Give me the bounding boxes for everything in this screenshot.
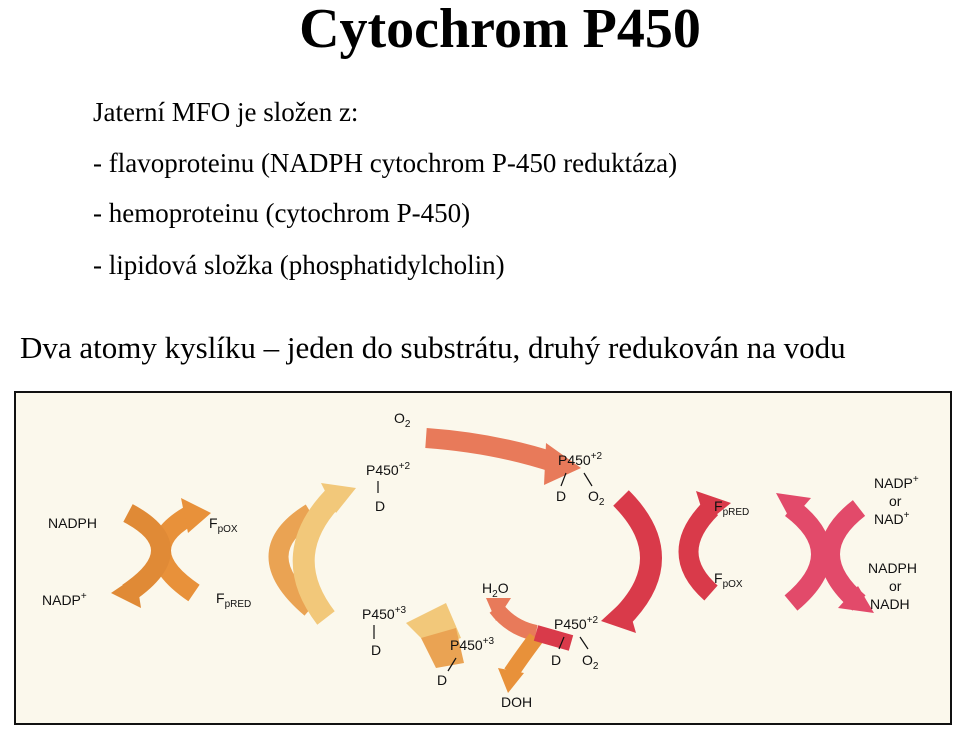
- label-doh: DOH: [501, 694, 532, 710]
- label-or-2: or: [889, 578, 902, 594]
- label-nadph: NADPH: [48, 515, 97, 531]
- arrowhead-red-1: [601, 598, 636, 633]
- arrowhead-o2: [544, 443, 581, 485]
- page-title: Cytochrom P450: [299, 0, 701, 60]
- arrow-orange-2: [122, 504, 171, 602]
- label-p450-3: P450+3: [362, 605, 407, 622]
- arrowhead-pink-2: [838, 586, 874, 613]
- label-fpred-right: FpRED: [714, 498, 749, 518]
- label-p450-5: P450+2: [554, 615, 599, 632]
- label-d-3: D: [371, 642, 381, 658]
- bond-line: [558, 636, 565, 650]
- arrowhead-doh: [498, 668, 524, 693]
- bond-line: [560, 472, 567, 487]
- bond-line: [583, 472, 593, 487]
- arrowhead-orange-2: [111, 576, 141, 608]
- label-p450-1: P450+2: [366, 461, 411, 478]
- label-nadp: NADP+: [42, 591, 87, 608]
- label-d-4: D: [437, 672, 447, 688]
- label-p450-2: P450+2: [558, 451, 603, 468]
- arrowhead-water: [486, 598, 511, 621]
- arrow-red-2: [678, 500, 719, 601]
- label-fpox-left: FpOX: [209, 515, 238, 535]
- label-nadph-right: NADPH: [868, 560, 917, 576]
- label-o2-5: O2: [582, 652, 599, 672]
- arrow-yellow-1: [268, 504, 318, 616]
- label-h2o: H2O: [482, 580, 509, 600]
- bond-line: [579, 636, 589, 650]
- arrow-bottom-yellow-2: [421, 628, 464, 668]
- label-nad: NAD+: [874, 510, 910, 527]
- arrow-red-1: [613, 490, 662, 626]
- arrow-pink-2: [820, 500, 866, 611]
- arrow-bottom-pink: [533, 625, 574, 651]
- label-o2-2: O2: [588, 488, 605, 508]
- label-nadp-right: NADP+: [874, 474, 919, 491]
- label-nadh: NADH: [870, 596, 910, 612]
- label-d-5: D: [551, 652, 561, 668]
- cytochrome-cycle-diagram: NADPH NADP+ FpOX FpRED P450+2 D O2 P450+…: [14, 391, 952, 725]
- bullet-hemoprotein: - hemoproteinu (cytochrom P-450): [93, 198, 471, 228]
- label-d-1: D: [375, 498, 385, 514]
- arrowhead-orange-1: [181, 498, 211, 533]
- arrowhead-yellow-1: [321, 483, 356, 513]
- label-d-2: D: [556, 488, 566, 504]
- intro-text: Jaterní MFO je složen z:: [93, 97, 359, 127]
- label-fpred-left: FpRED: [216, 590, 251, 610]
- label-o2-top: O2: [394, 410, 411, 430]
- label-or-1: or: [889, 493, 902, 509]
- arrow-doh: [504, 633, 543, 678]
- arrowhead-red-2: [696, 491, 731, 523]
- cycle-svg: NADPH NADP+ FpOX FpRED P450+2 D O2 P450+…: [42, 410, 919, 710]
- bullet-lipid: - lipidová složka (phosphatidylcholin): [93, 250, 505, 280]
- summary-text: Dva atomy kyslíku – jeden do substrátu, …: [20, 330, 846, 365]
- bullet-flavoprotein: - flavoproteinu (NADPH cytochrom P-450 r…: [93, 148, 678, 178]
- arrowhead-pink-1: [776, 493, 811, 521]
- arrow-pink-1: [784, 500, 831, 611]
- label-fpox-right: FpOX: [714, 570, 743, 590]
- label-p450-4: P450+3: [450, 636, 495, 653]
- arrow-yellow-2: [292, 485, 346, 625]
- arrow-o2: [425, 428, 560, 473]
- bond-line: [447, 657, 457, 672]
